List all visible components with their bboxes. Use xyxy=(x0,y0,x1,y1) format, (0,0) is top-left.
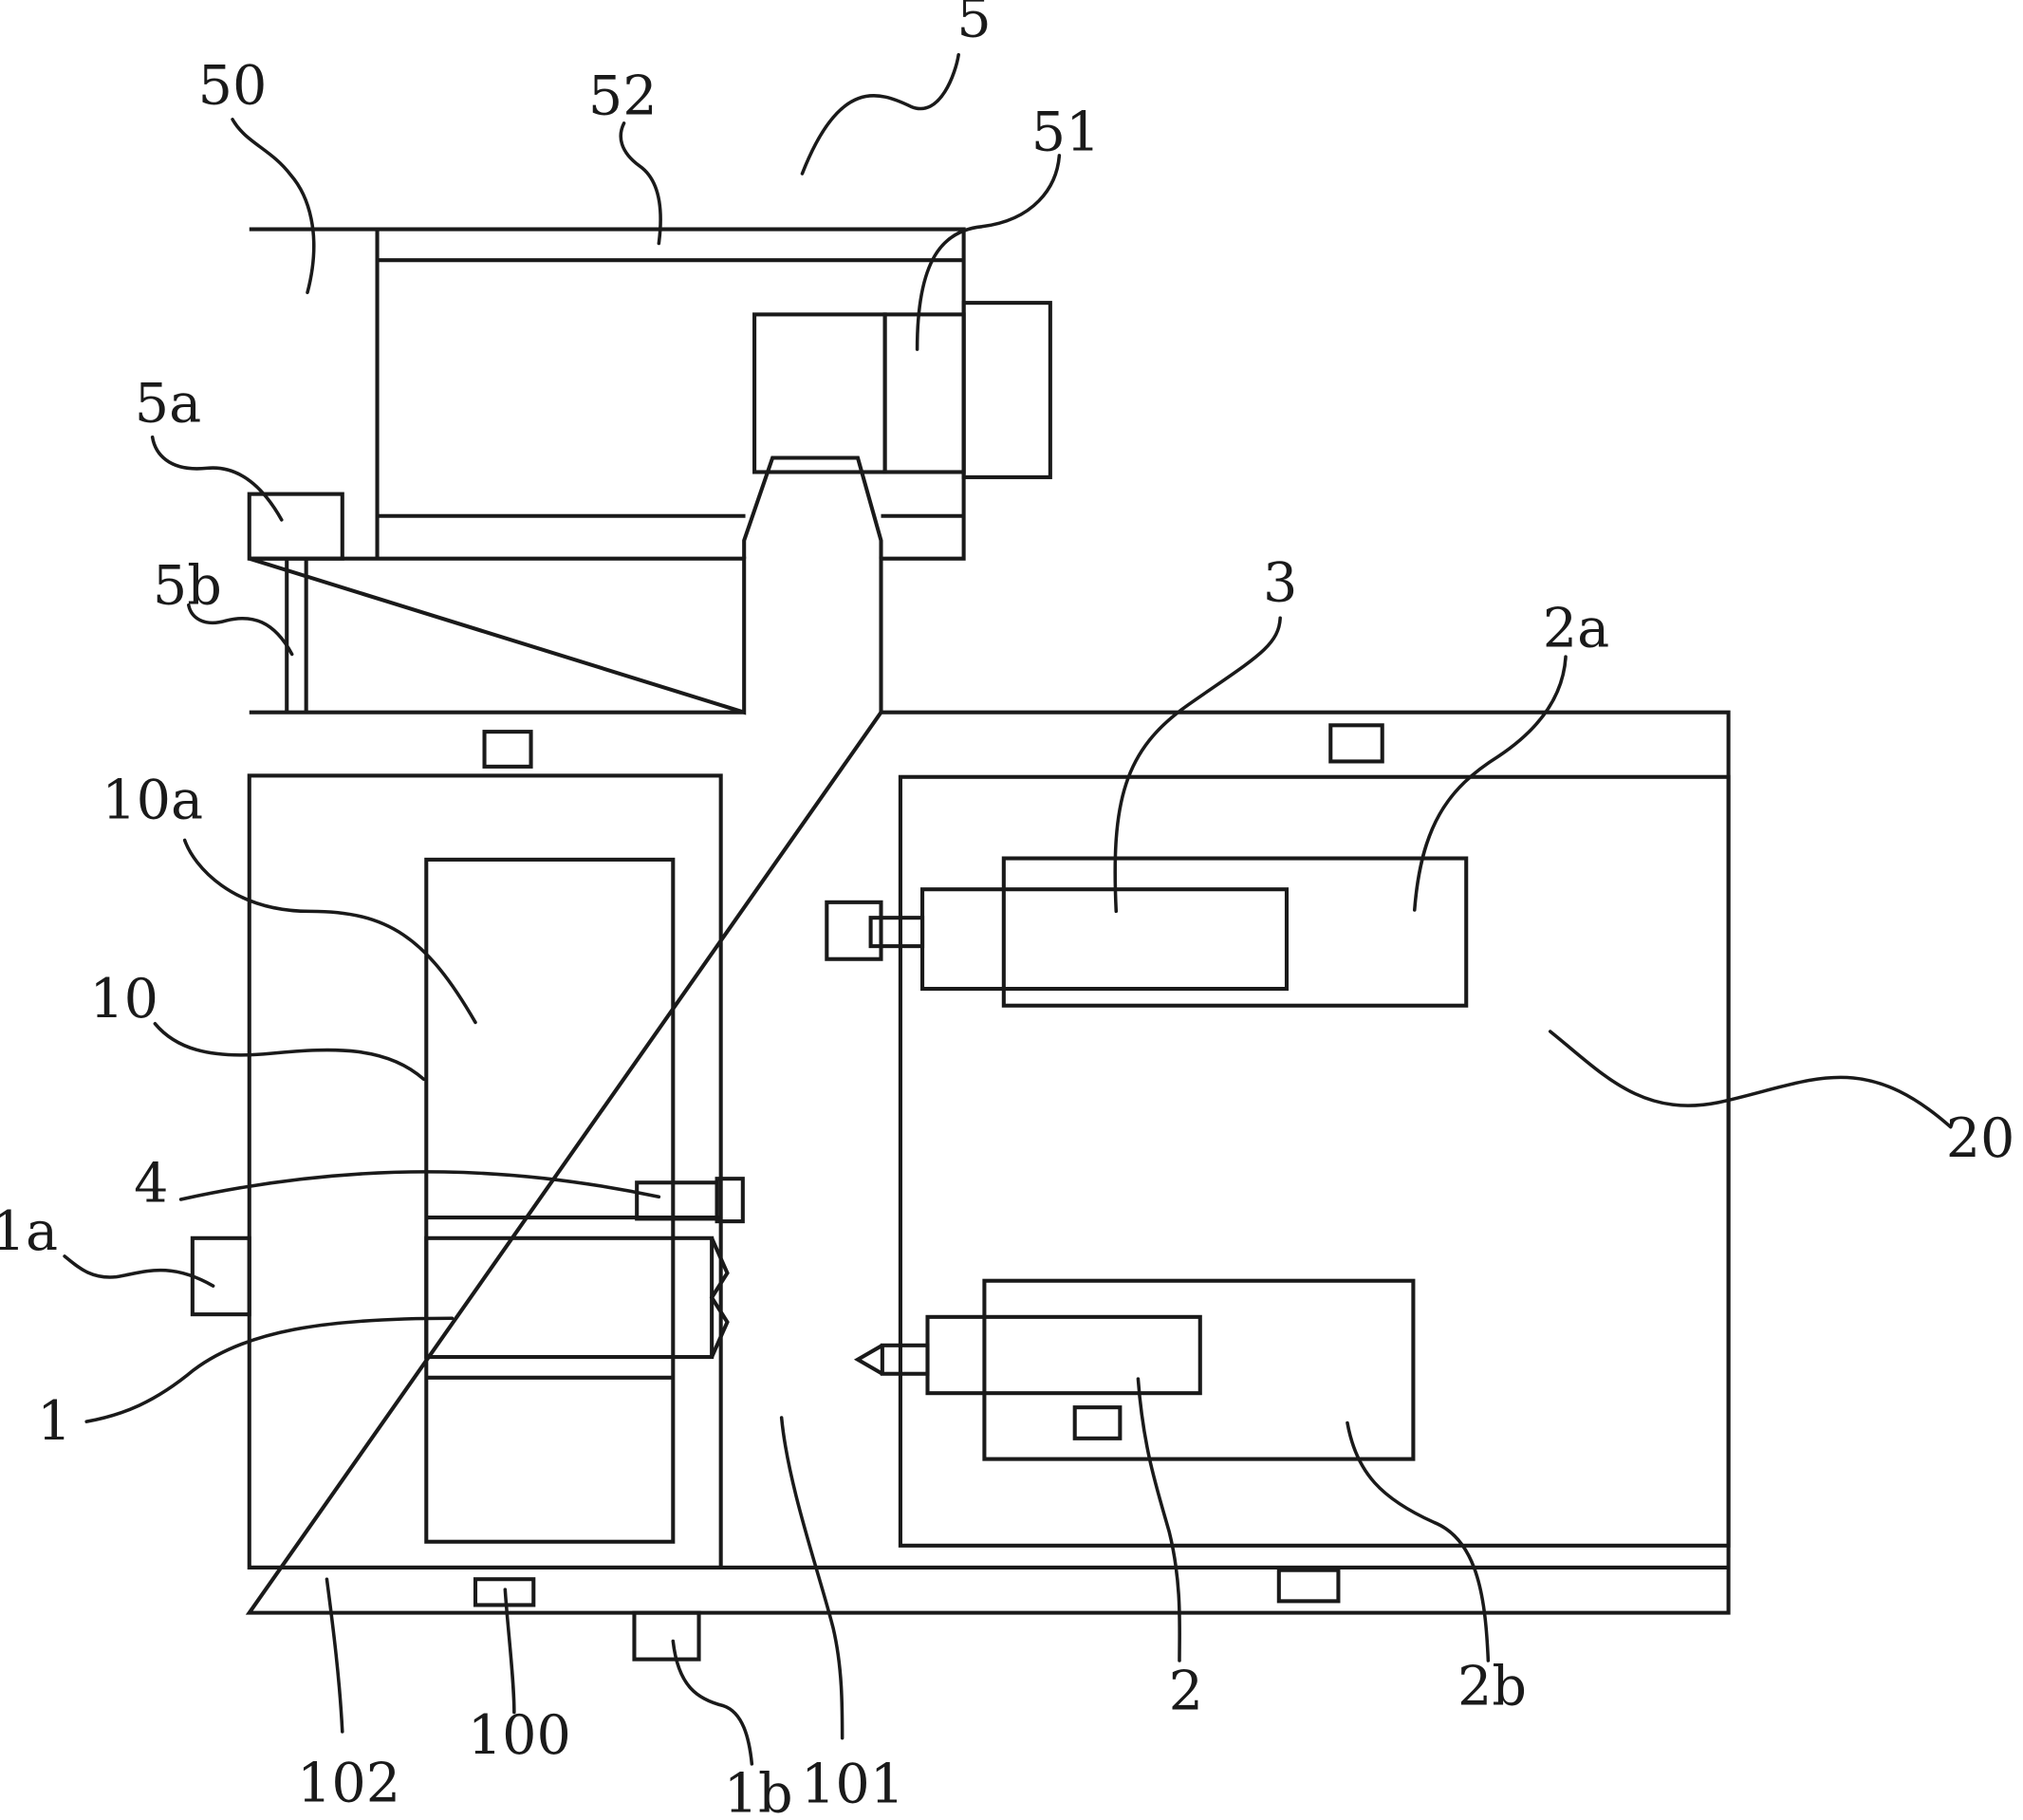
leader-2 xyxy=(1136,1377,1181,1662)
leader-101 xyxy=(779,1416,844,1740)
plate-2a xyxy=(1001,856,1469,1008)
left-internals xyxy=(190,857,745,1544)
tool-2-shaft xyxy=(880,1343,930,1376)
right-chamber-20 xyxy=(898,774,1731,1548)
tool-3-shaft xyxy=(868,916,925,949)
slot-100 xyxy=(473,1577,536,1607)
foot-1b xyxy=(632,1610,701,1662)
label-5b: 5b xyxy=(153,554,222,617)
leader-52 xyxy=(619,121,662,246)
leader-1b xyxy=(671,1639,754,1766)
label-2b: 2b xyxy=(1457,1655,1527,1718)
label-1b: 1b xyxy=(724,1762,793,1820)
column-10 xyxy=(424,857,676,1544)
leader-20 xyxy=(1548,1030,1953,1129)
left-chamber xyxy=(247,773,723,1570)
trapezoid-connector xyxy=(742,455,883,559)
label-50: 50 xyxy=(198,54,268,117)
label-5: 5 xyxy=(956,0,991,50)
leader-4 xyxy=(178,1170,661,1201)
top-right-slot xyxy=(1328,723,1384,764)
label-52: 52 xyxy=(588,65,658,127)
clamp-4-head xyxy=(715,1177,745,1224)
leader-lines xyxy=(63,52,1953,1766)
right-internals xyxy=(825,856,1469,1461)
label-4: 4 xyxy=(134,1153,168,1216)
leader-51 xyxy=(915,154,1062,351)
tool-3-head xyxy=(825,900,883,961)
tool-2-slot xyxy=(1072,1405,1123,1440)
leader-1 xyxy=(84,1316,455,1423)
leader-10a xyxy=(182,838,477,1025)
leader-100 xyxy=(503,1588,516,1715)
leader-5 xyxy=(800,52,960,176)
label-2: 2 xyxy=(1169,1661,1203,1723)
workpiece-1-serrated-edge xyxy=(709,1236,730,1358)
bottom-right-slot xyxy=(1276,1568,1341,1604)
leader-5a xyxy=(150,435,284,522)
label-51: 51 xyxy=(1031,101,1101,163)
tool-3 xyxy=(920,887,1290,992)
label-10: 10 xyxy=(89,968,158,1031)
upper-assembly xyxy=(247,227,1052,715)
leader-1a xyxy=(63,1254,215,1288)
label-2a: 2a xyxy=(1543,597,1609,659)
label-3: 3 xyxy=(1263,552,1297,615)
main-frame xyxy=(245,710,1731,1662)
label-1: 1 xyxy=(37,1390,71,1453)
outer-frame xyxy=(245,710,1731,1615)
clamp-4 xyxy=(635,1180,719,1221)
top-left-slot xyxy=(482,730,533,769)
label-100: 100 xyxy=(468,1704,571,1767)
label-10a: 10a xyxy=(102,769,203,831)
label-1a: 1a xyxy=(0,1200,58,1263)
leader-10 xyxy=(153,1022,426,1082)
leader-102 xyxy=(325,1577,344,1734)
leader-2b xyxy=(1346,1421,1491,1662)
tool-2-tip xyxy=(853,1344,883,1376)
upper-housing xyxy=(249,227,966,715)
label-20: 20 xyxy=(1946,1107,2015,1170)
label-101: 101 xyxy=(801,1754,904,1816)
leader-3 xyxy=(1113,616,1282,914)
plate-2b xyxy=(982,1278,1416,1461)
leader-5b xyxy=(186,603,294,657)
block-5a xyxy=(247,492,344,561)
tool-2 xyxy=(925,1314,1202,1396)
leader-50 xyxy=(231,118,316,295)
leader-2a xyxy=(1412,655,1568,912)
slider-51 xyxy=(882,312,966,474)
label-5a: 5a xyxy=(135,372,201,435)
slider-block xyxy=(752,312,887,474)
label-102: 102 xyxy=(297,1752,400,1814)
block-1a xyxy=(190,1235,251,1317)
motor-51-end xyxy=(961,301,1052,479)
